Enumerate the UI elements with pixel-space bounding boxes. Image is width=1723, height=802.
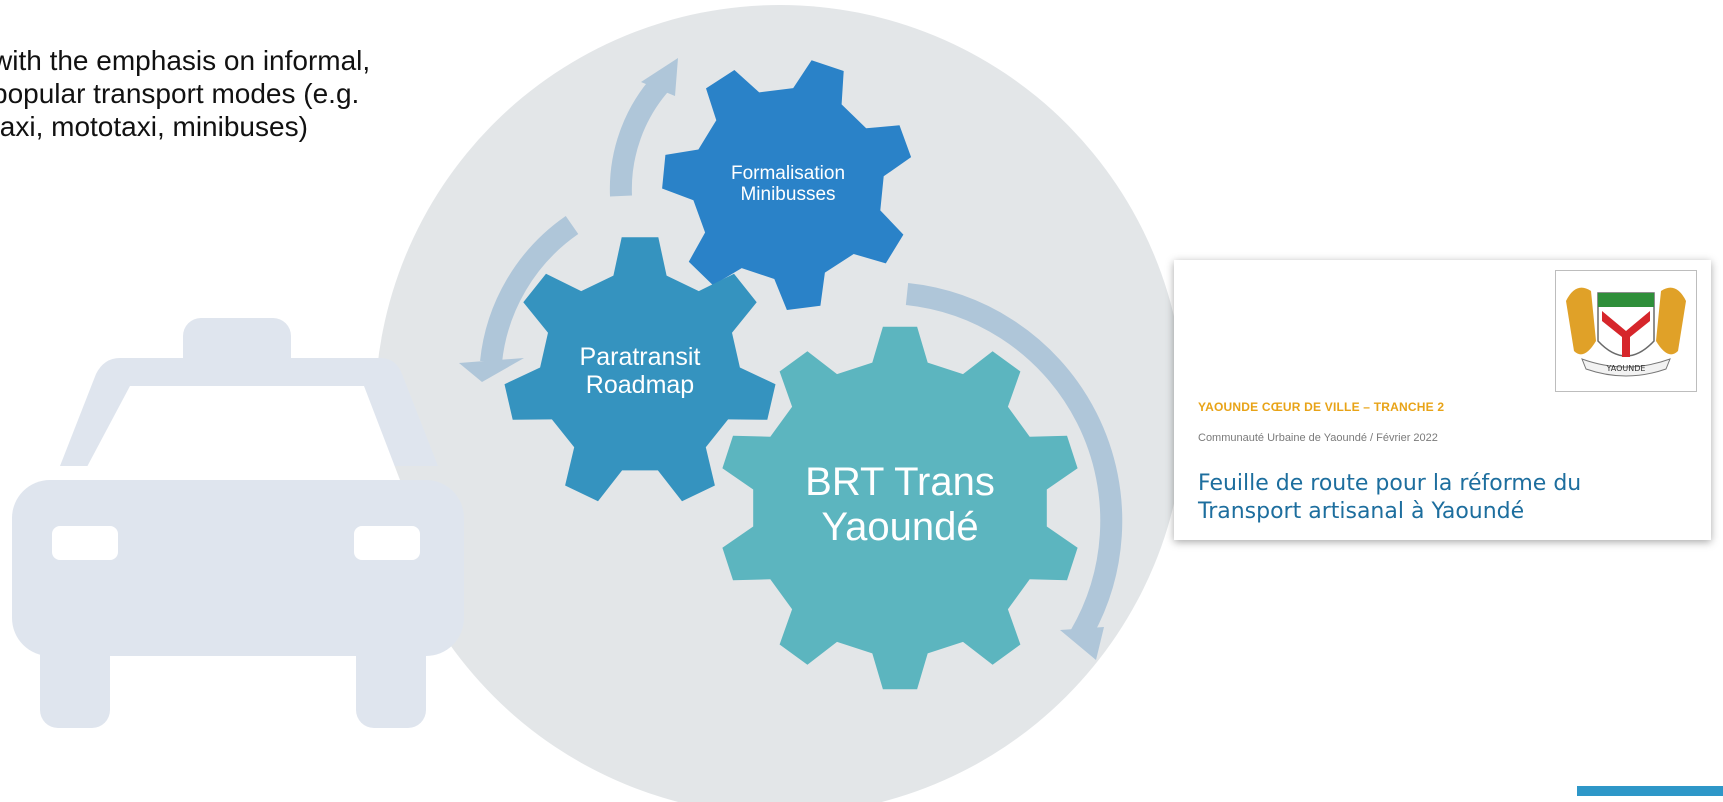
gear-label-line: Formalisation	[730, 163, 846, 184]
arrowheads	[459, 58, 1104, 660]
gear-label-line: Minibusses	[740, 184, 836, 205]
gear-label-line: Roadmap	[585, 371, 695, 399]
cycle-arrow-icon	[480, 74, 1123, 642]
document-title-line: Feuille de route pour la réforme du	[1198, 471, 1582, 496]
arrowhead-left	[459, 358, 524, 382]
gear-label-line: Yaoundé	[821, 505, 979, 549]
taxi-headlight-right	[354, 526, 420, 560]
taxi-icon	[12, 318, 464, 728]
arrowhead-top	[641, 58, 678, 96]
crest-icon: YAOUNDE	[1555, 270, 1697, 392]
accent-bar	[1577, 786, 1723, 796]
intro-text: with the emphasis on informal, popular t…	[0, 44, 370, 143]
gear-formalisation-shape	[662, 60, 912, 311]
gear-label-formalisation: Formalisation Minibusses	[713, 163, 863, 205]
taxi-windshield	[80, 386, 400, 480]
gear-label-line: Paratransit	[579, 343, 701, 371]
document-cover-card: YAOUNDE YAOUNDE CŒUR DE VILLE – TRANCHE …	[1174, 260, 1711, 540]
gear-icon	[504, 237, 776, 502]
gear-label-paratransit: Paratransit Roadmap	[565, 343, 715, 399]
intro-line: popular transport modes (e.g.	[0, 78, 360, 109]
arrowhead-right	[1060, 627, 1104, 660]
gear-label-line: BRT Trans	[805, 460, 995, 504]
gear-icon	[722, 326, 1078, 690]
taxi-headlight-left	[52, 526, 118, 560]
gear-label-brt: BRT Trans Yaoundé	[790, 460, 1010, 550]
svg-text:YAOUNDE: YAOUNDE	[1606, 364, 1646, 373]
document-title-line: Transport artisanal à Yaoundé	[1198, 499, 1525, 524]
gear-paratransit-shape	[504, 237, 776, 502]
intro-line: with the emphasis on informal,	[0, 45, 371, 76]
document-title: Feuille de route pour la réforme du Tran…	[1198, 470, 1581, 526]
document-kicker: YAOUNDE CŒUR DE VILLE – TRANCHE 2	[1198, 400, 1445, 414]
gear-icon	[662, 60, 912, 311]
gear-brt-shape	[722, 326, 1078, 690]
document-subtitle: Communauté Urbaine de Yaoundé / Février …	[1198, 432, 1438, 444]
intro-line: taxi, mototaxi, minibuses)	[0, 111, 308, 142]
